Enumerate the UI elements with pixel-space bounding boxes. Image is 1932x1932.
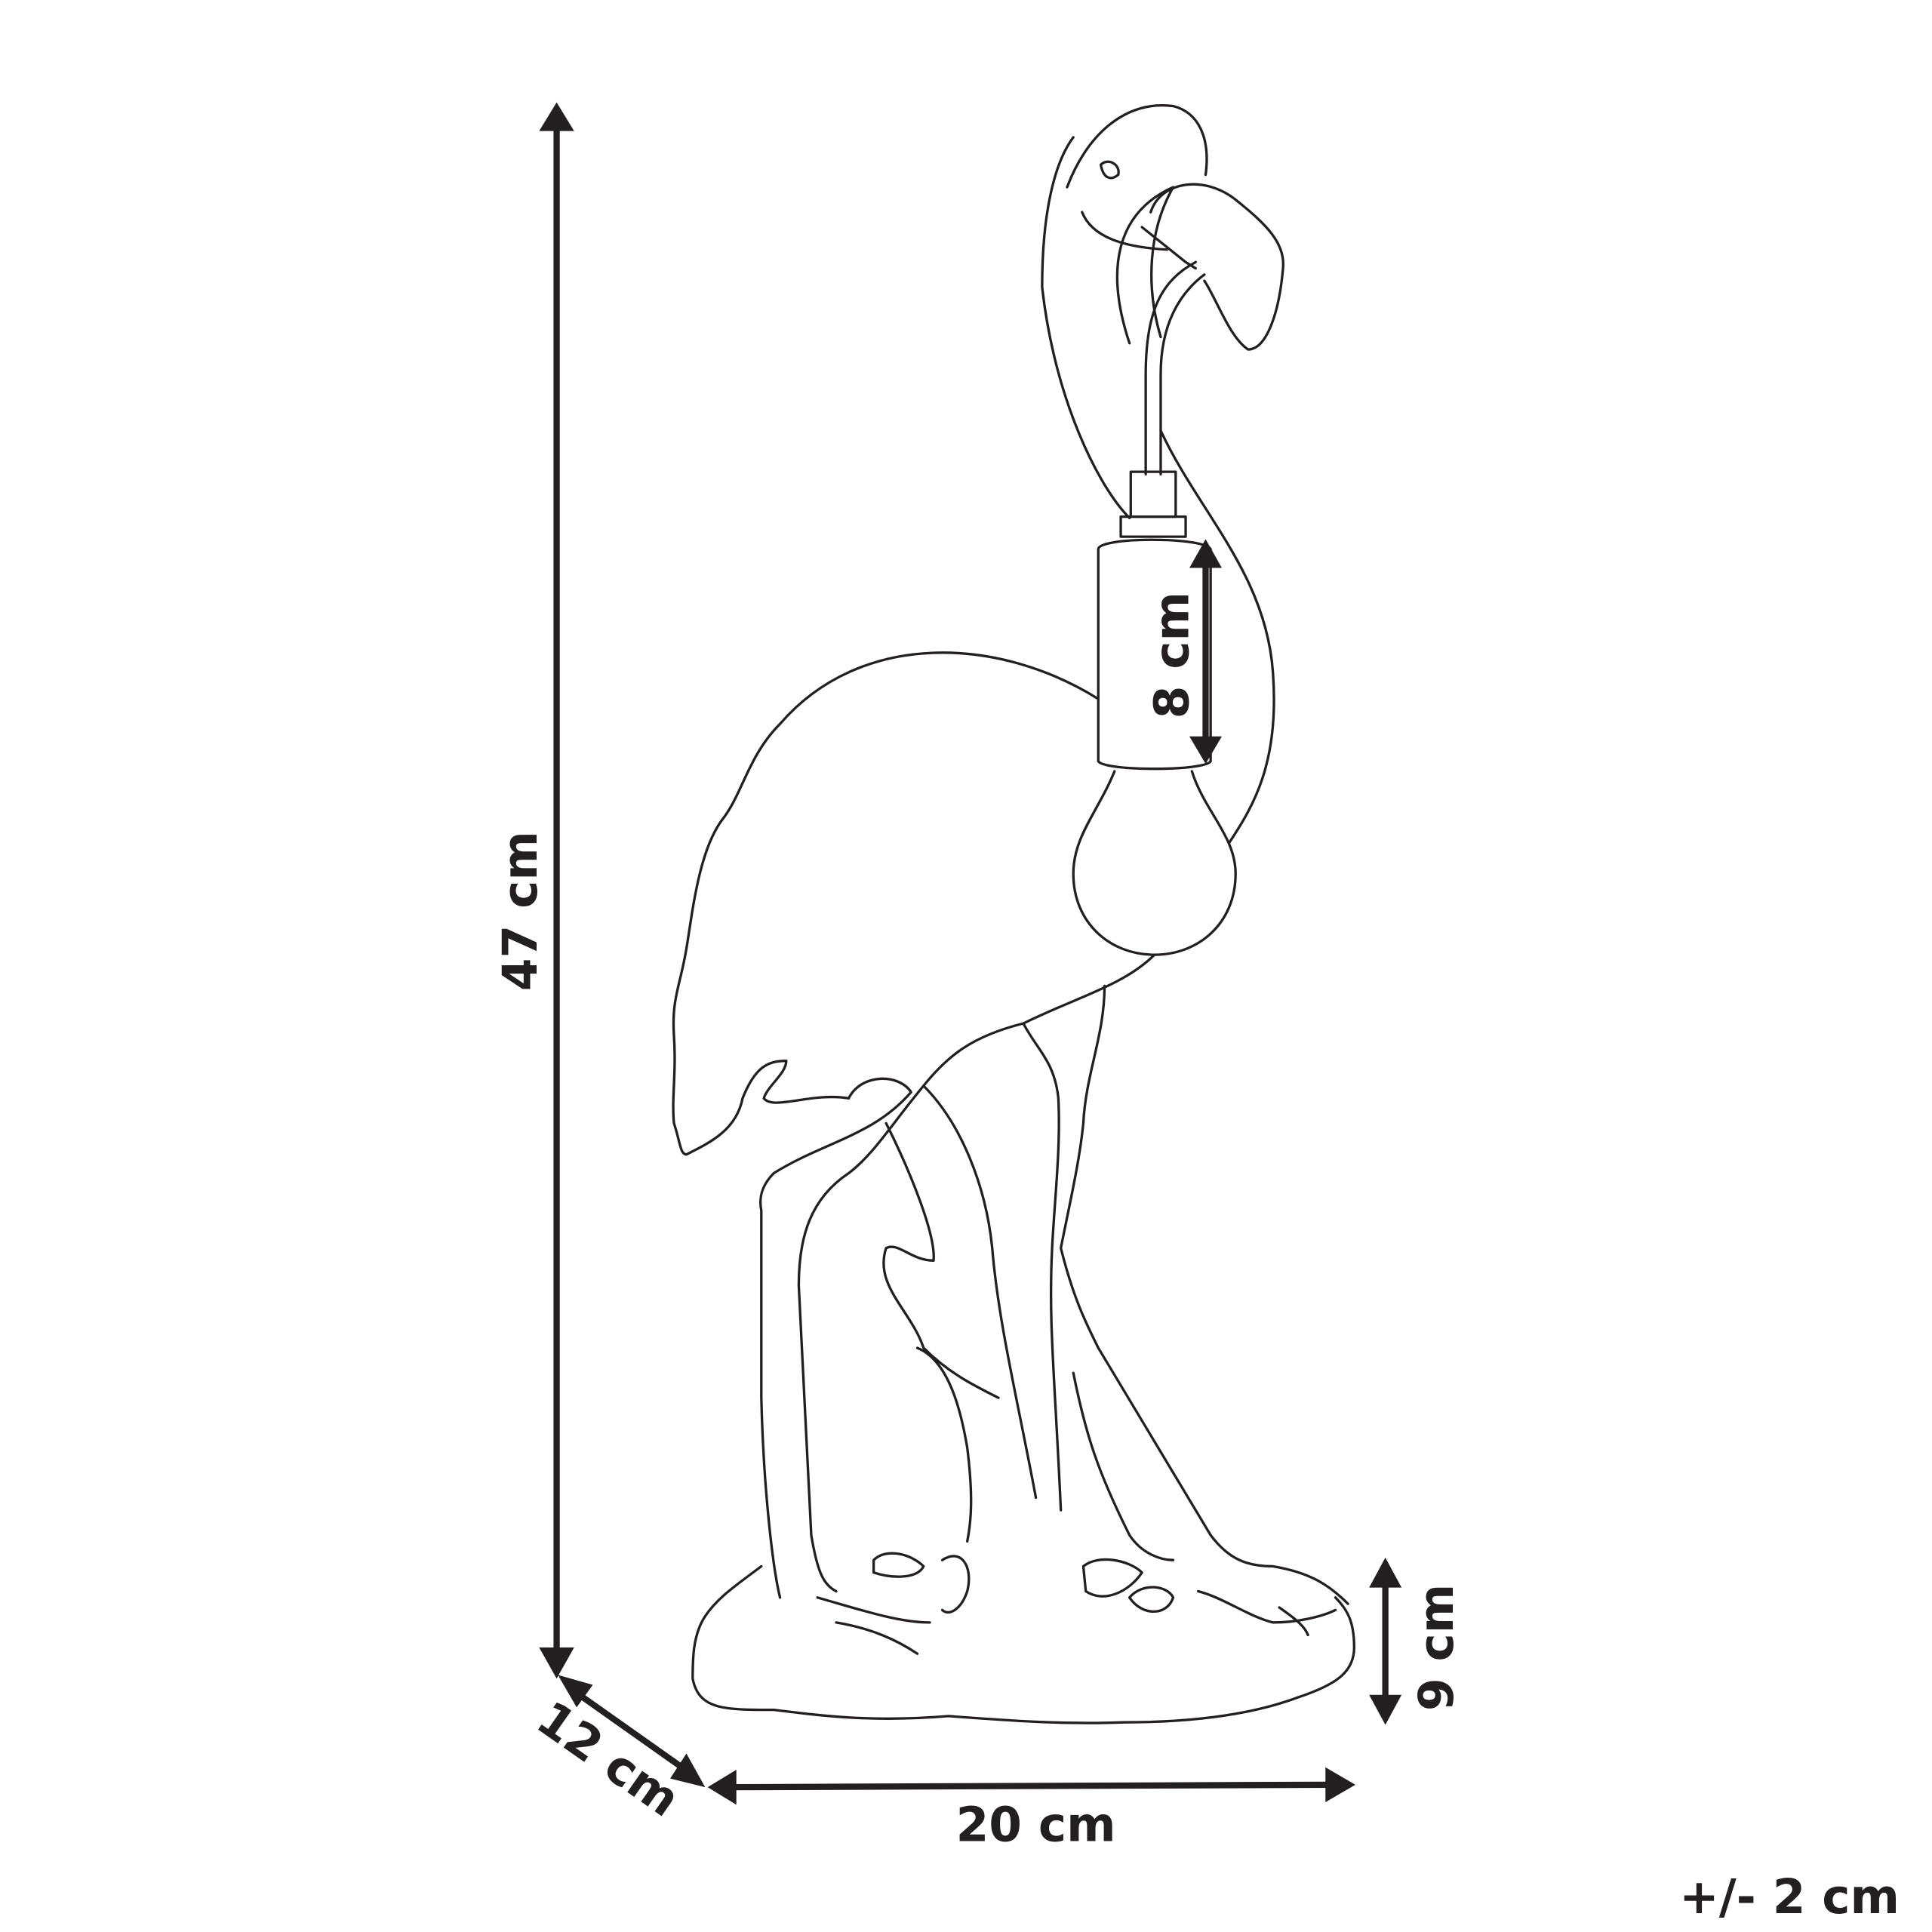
flamingo-lamp-outline — [672, 104, 1355, 1724]
height-dimension: 47 cm — [493, 102, 574, 1679]
depth-dimension: 12 cm — [527, 1675, 706, 1827]
base-height-dimension: 9 cm — [1369, 1557, 1464, 1725]
base-height-label: 9 cm — [1409, 1584, 1464, 1711]
arrow-down-icon — [539, 1647, 574, 1679]
socket-height-label: 8 cm — [1144, 592, 1199, 718]
tolerance-label: +/- 2 cm — [1679, 1869, 1900, 1924]
width-dimension: 20 cm — [707, 1767, 1355, 1852]
width-label: 20 cm — [956, 1797, 1116, 1852]
socket-height-dimension: 8 cm — [1144, 539, 1223, 764]
height-label: 47 cm — [493, 831, 548, 991]
arrow-up-icon — [539, 102, 574, 131]
